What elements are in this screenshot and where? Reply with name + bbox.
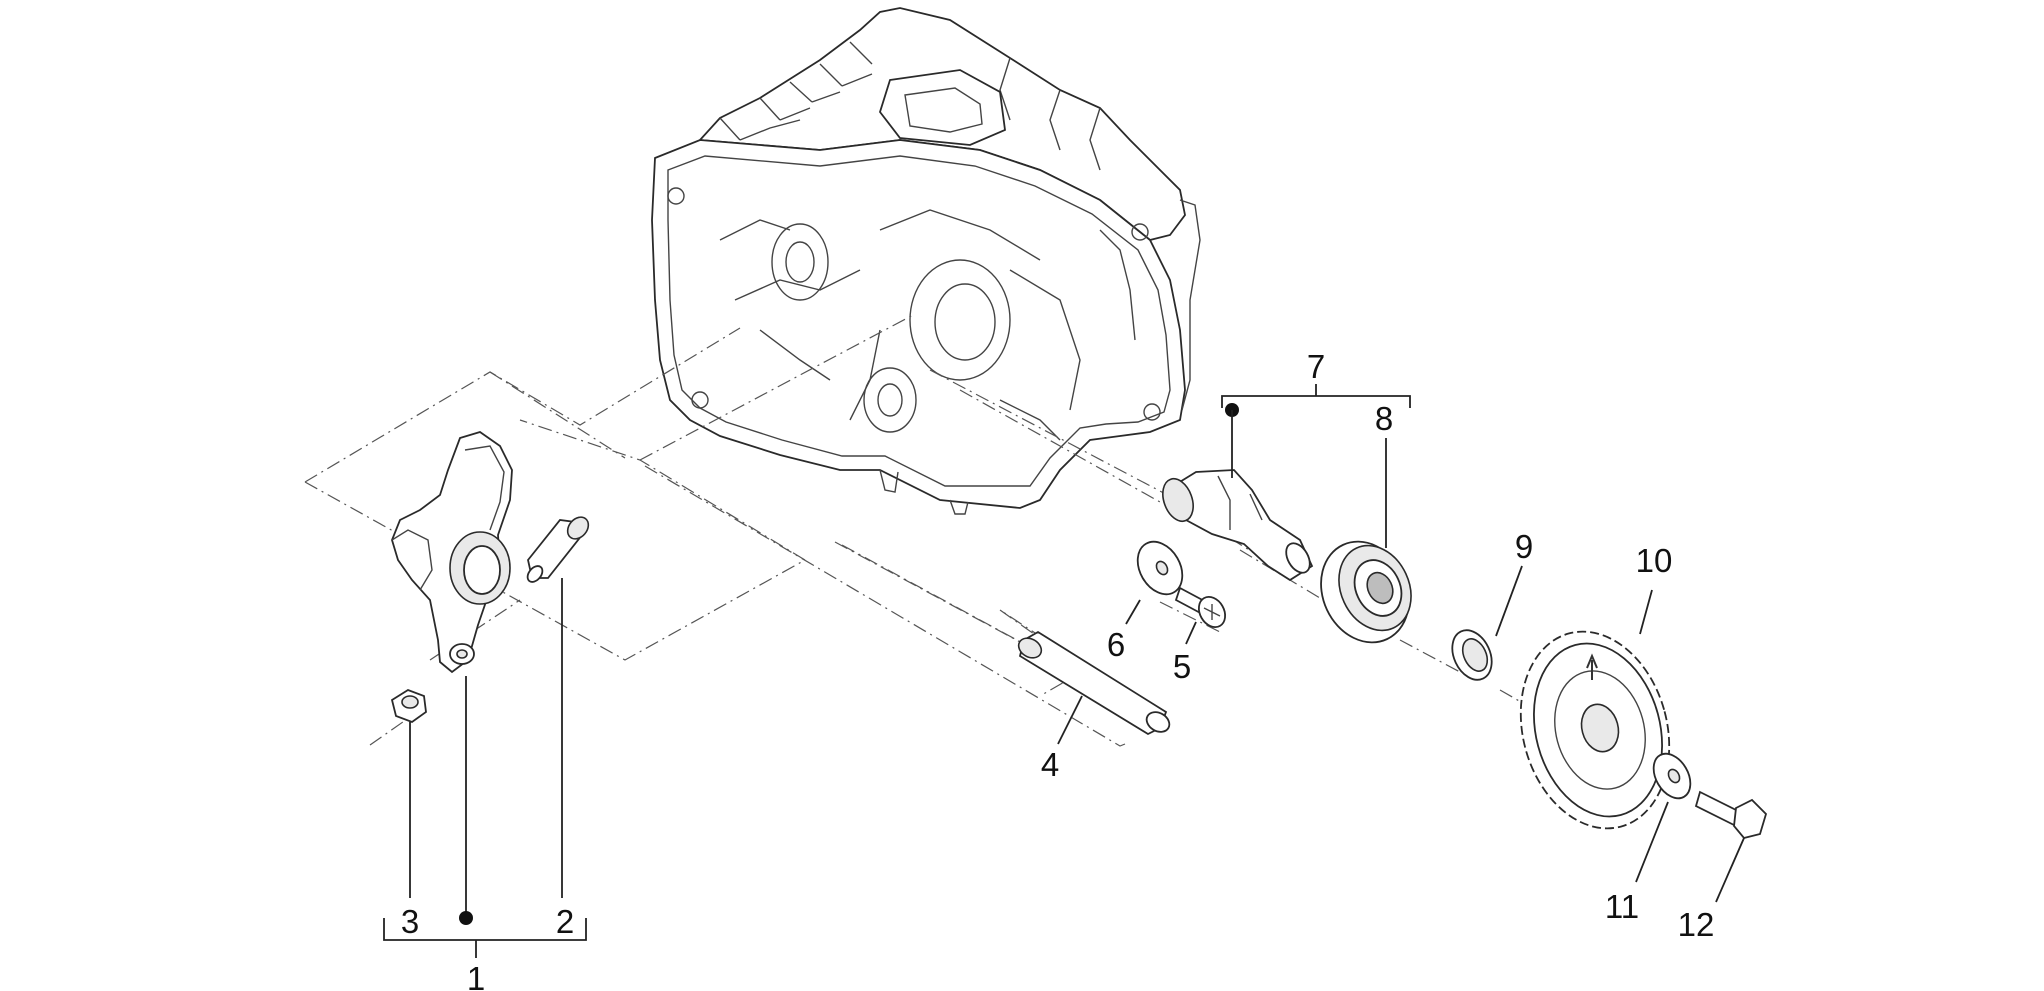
part-label-1: 1 <box>467 960 485 991</box>
screw <box>1174 586 1227 628</box>
adjusting-screw <box>526 516 590 583</box>
part-label-5: 5 <box>1173 648 1191 685</box>
part-label-2: 2 <box>556 903 574 940</box>
leader-lines <box>383 384 1745 958</box>
rocker-shaft <box>1017 630 1171 736</box>
part-label-8: 8 <box>1375 400 1393 437</box>
part-label-4: 4 <box>1041 746 1059 783</box>
bearing <box>1320 540 1412 644</box>
part-labels: 1 2 3 4 5 6 7 8 9 10 11 12 <box>401 348 1715 991</box>
rocker-arm <box>391 431 513 674</box>
part-label-3: 3 <box>401 903 419 940</box>
part-label-9: 9 <box>1515 528 1533 565</box>
camshaft <box>1162 469 1314 582</box>
part-label-12: 12 <box>1678 906 1715 943</box>
cylinder-head <box>651 7 1201 515</box>
washer <box>1136 540 1184 596</box>
part-label-7: 7 <box>1307 348 1325 385</box>
bolt <box>1694 790 1768 840</box>
part-label-10: 10 <box>1636 542 1673 579</box>
washer-small <box>1652 752 1692 800</box>
nut <box>390 689 427 724</box>
part-label-6: 6 <box>1107 626 1125 663</box>
sprocket <box>1519 630 1671 830</box>
part-label-11: 11 <box>1605 888 1639 925</box>
seal-ring <box>1451 629 1493 681</box>
marker-dot <box>459 911 473 925</box>
